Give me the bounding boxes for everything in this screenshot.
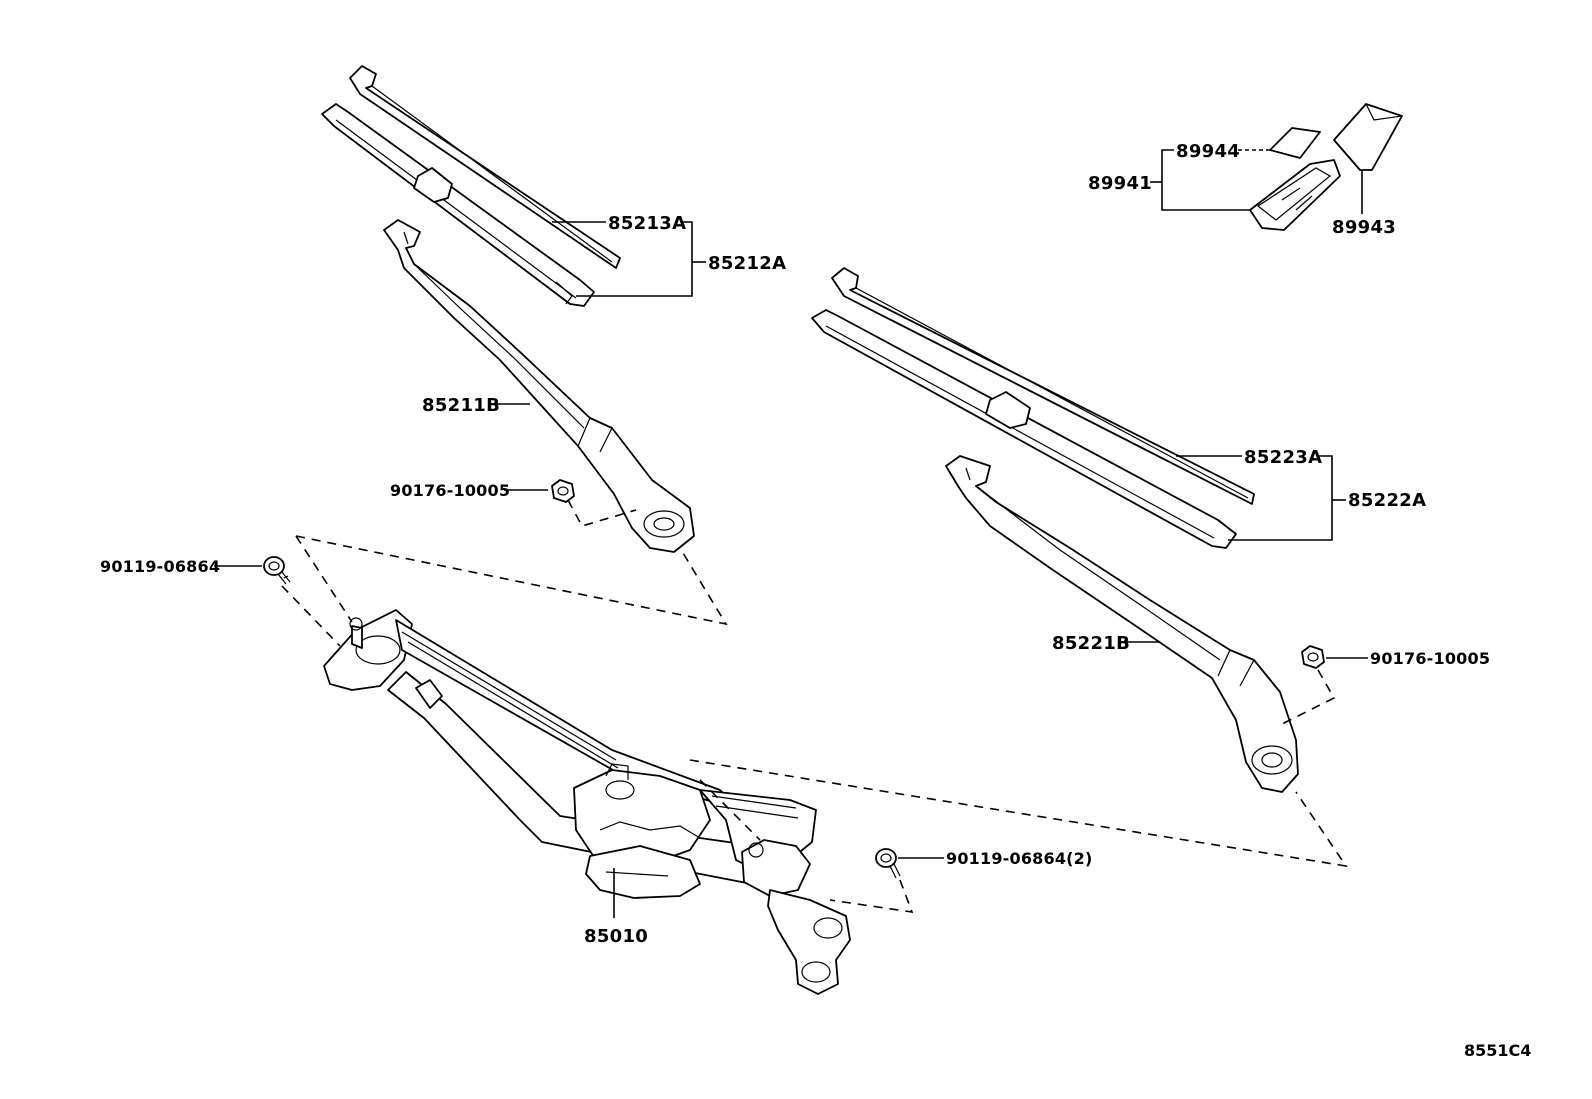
label-85213A: 85213A — [608, 213, 686, 234]
left-blade-refill — [349, 65, 621, 269]
bolt-left-icon — [263, 556, 291, 585]
leader-lines — [214, 149, 1368, 918]
left-wiper-arm — [383, 219, 695, 553]
nut-right-icon — [1301, 645, 1325, 669]
right-wiper-arm — [945, 455, 1299, 793]
part-89941-sensor — [1249, 159, 1341, 231]
part-89943-cover — [1333, 103, 1403, 171]
diagram-code: 8551C4 — [1464, 1041, 1531, 1060]
label-90176-left: 90176-10005 — [390, 481, 510, 500]
label-85222A: 85222A — [1348, 490, 1426, 511]
assembly-dashed-lines — [281, 499, 1348, 913]
label-85212A: 85212A — [708, 253, 786, 274]
label-89943: 89943 — [1332, 217, 1396, 238]
label-90119-bottom: 90119-06864(2) — [946, 849, 1093, 868]
label-90176-right: 90176-10005 — [1370, 649, 1490, 668]
label-89941: 89941 — [1088, 173, 1152, 194]
part-89944-cap — [1269, 127, 1321, 159]
right-wiper-blade — [811, 309, 1237, 549]
label-90119-left: 90119-06864 — [100, 557, 220, 576]
label-85223A: 85223A — [1244, 447, 1322, 468]
bolt-bottom-icon — [875, 848, 901, 879]
right-blade-refill — [831, 267, 1255, 505]
wiper-linkage-motor — [323, 609, 851, 995]
part-labels: 85213A 85212A 85211B 90176-10005 90119-0… — [100, 141, 1531, 1060]
left-wiper-blade — [321, 103, 595, 307]
label-89944: 89944 — [1176, 141, 1240, 162]
nut-left-icon — [551, 479, 575, 503]
label-85221B: 85221B — [1052, 633, 1130, 654]
label-85010: 85010 — [584, 926, 648, 947]
label-85211B: 85211B — [422, 395, 500, 416]
